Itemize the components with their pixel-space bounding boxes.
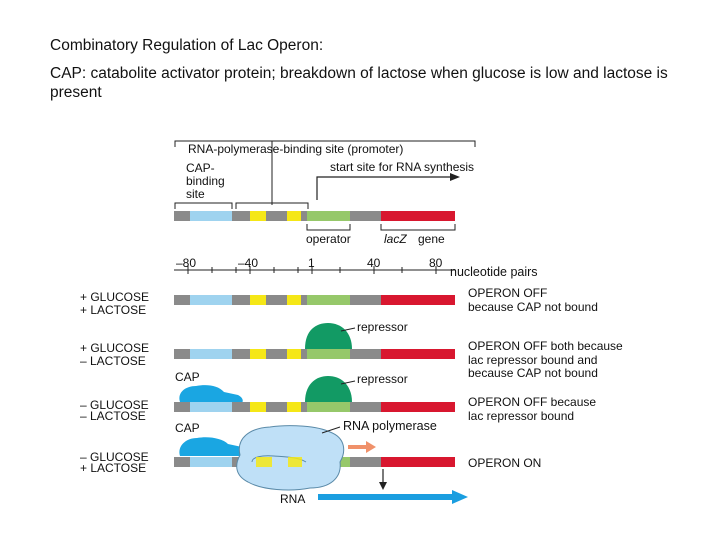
condition-row-3: – GLUCOSE – LACTOSE CAP repressor OPERON… [80,370,596,423]
operator-bracket [306,224,351,231]
operon-status-detail: lac repressor bound and [468,353,597,367]
cap-site-label-3: site [186,187,205,201]
operon-status-detail: because CAP not bound [468,366,598,380]
scale-tick-label: 40 [367,256,381,270]
lac-repressor-shape [305,376,352,402]
glucose-condition: + GLUCOSE [80,341,149,355]
promoter-box-under-polymerase [256,457,272,467]
glucose-condition: – GLUCOSE [80,450,149,464]
operon-status: OPERON OFF both because [468,339,623,353]
operon-status: OPERON OFF [468,286,547,300]
rna-polymerase-label: RNA polymerase [343,419,437,433]
lactose-condition: + LACTOSE [80,461,146,475]
operon-status-detail: because CAP not bound [468,300,598,314]
condition-row-1: + GLUCOSE + LACTOSE OPERON OFF because C… [80,286,598,317]
scale-tick-label: 80 [429,256,443,270]
cap-protein-shape [179,385,243,404]
start-site-arrow [316,176,452,200]
repressor-pointer [340,380,356,385]
operon-status: OPERON ON [468,456,541,470]
scale-tick-label: –40 [238,256,258,270]
operon-status-detail: lac repressor bound [468,409,574,423]
dna-strip [174,402,455,412]
cap-label: CAP [175,421,200,435]
dna-reference-strip [174,211,455,221]
promoter-label: RNA-polymerase-binding site (promoter) [188,142,403,156]
promoter-bracket [174,140,476,147]
cap-protein-shape [179,437,247,456]
condition-row-4: – GLUCOSE + LACTOSE CAP RNA polymerase R… [80,419,541,506]
lacz-gene-label: gene [418,232,445,246]
scale-tick-marks [187,266,437,274]
condition-row-2: + GLUCOSE – LACTOSE repressor OPERON OFF… [80,320,623,380]
rna-transcript-arrow [318,490,468,504]
lactose-condition: + LACTOSE [80,303,146,317]
glucose-condition: + GLUCOSE [80,290,149,304]
scale-tick-label: –80 [176,256,196,270]
cap-site-label-1: CAP- [186,161,215,175]
start-site-arrowhead [450,173,460,181]
rna-label: RNA [280,492,305,506]
lactose-condition: – LACTOSE [80,354,146,368]
promoter-box-under-polymerase [288,457,302,467]
repressor-label: repressor [357,320,408,334]
lacz-label: lacZ [384,232,407,246]
repressor-pointer [340,327,356,332]
start-site-label: start site for RNA synthesis [330,160,474,174]
nucleotide-pairs-label: nucleotide pairs [450,265,538,279]
polymerase-pointer [321,426,341,434]
repressor-label: repressor [357,372,408,386]
slide-description: CAP: catabolite activator protein; break… [50,65,668,101]
glucose-condition: – GLUCOSE [80,398,149,412]
promoter-core-bracket [235,202,309,209]
dna-strip [174,349,455,359]
cap-site-bracket [174,202,233,209]
lacz-bracket [380,224,456,231]
operon-status: OPERON OFF because [468,395,596,409]
cap-label: CAP [175,370,200,384]
rna-start-arrowhead [379,482,387,490]
lac-repressor-shape [305,323,352,349]
reference-map: RNA-polymerase-binding site (promoter) C… [174,140,538,279]
slide-title: Combinatory Regulation of Lac Operon: [50,37,324,54]
transcription-direction-arrowhead [366,441,376,453]
cap-site-label-2: binding [186,174,225,188]
lactose-condition: – LACTOSE [80,409,146,423]
operator-label: operator [306,232,351,246]
dna-strip [174,295,455,305]
scale-tick-label: 1 [308,256,315,270]
